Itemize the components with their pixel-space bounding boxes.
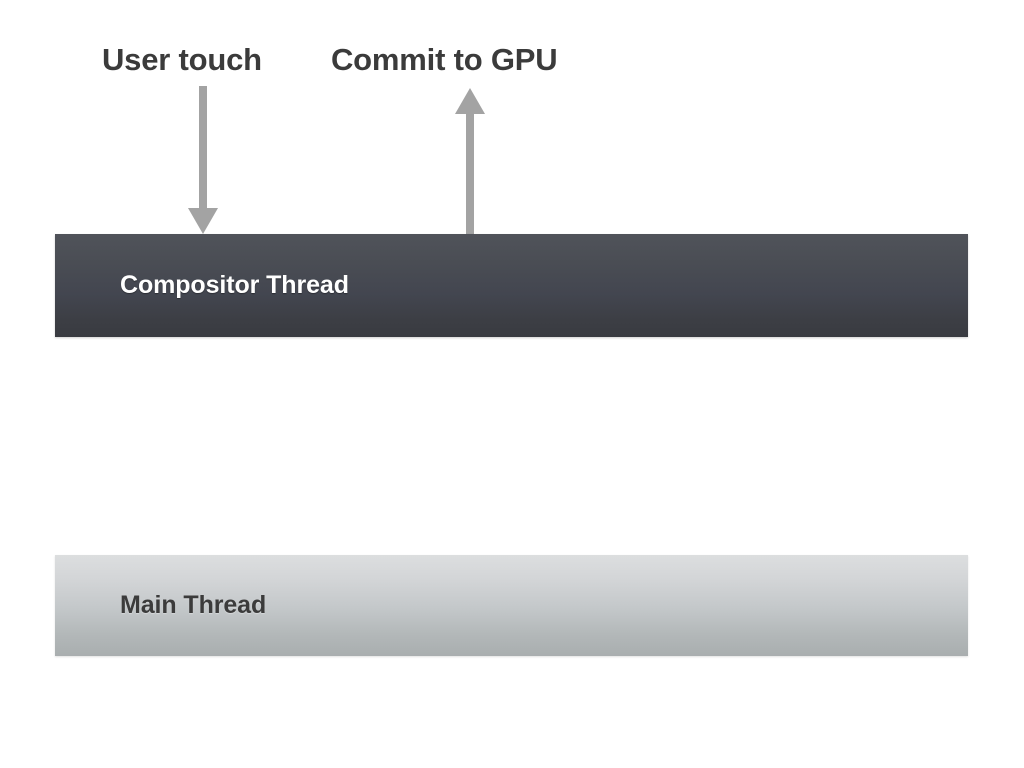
lane-compositor-thread: Compositor Thread — [55, 234, 968, 337]
annotation-label-commit-to-gpu: Commit to GPU — [331, 42, 558, 77]
lane-label-main-thread: Main Thread — [120, 591, 267, 619]
arrow-up-icon — [455, 88, 485, 236]
arrow-down-icon — [188, 86, 218, 234]
annotation-label-user-touch: User touch — [102, 42, 262, 77]
lane-label-compositor-thread: Compositor Thread — [120, 271, 349, 299]
lane-main-thread: Main Thread — [55, 555, 968, 656]
